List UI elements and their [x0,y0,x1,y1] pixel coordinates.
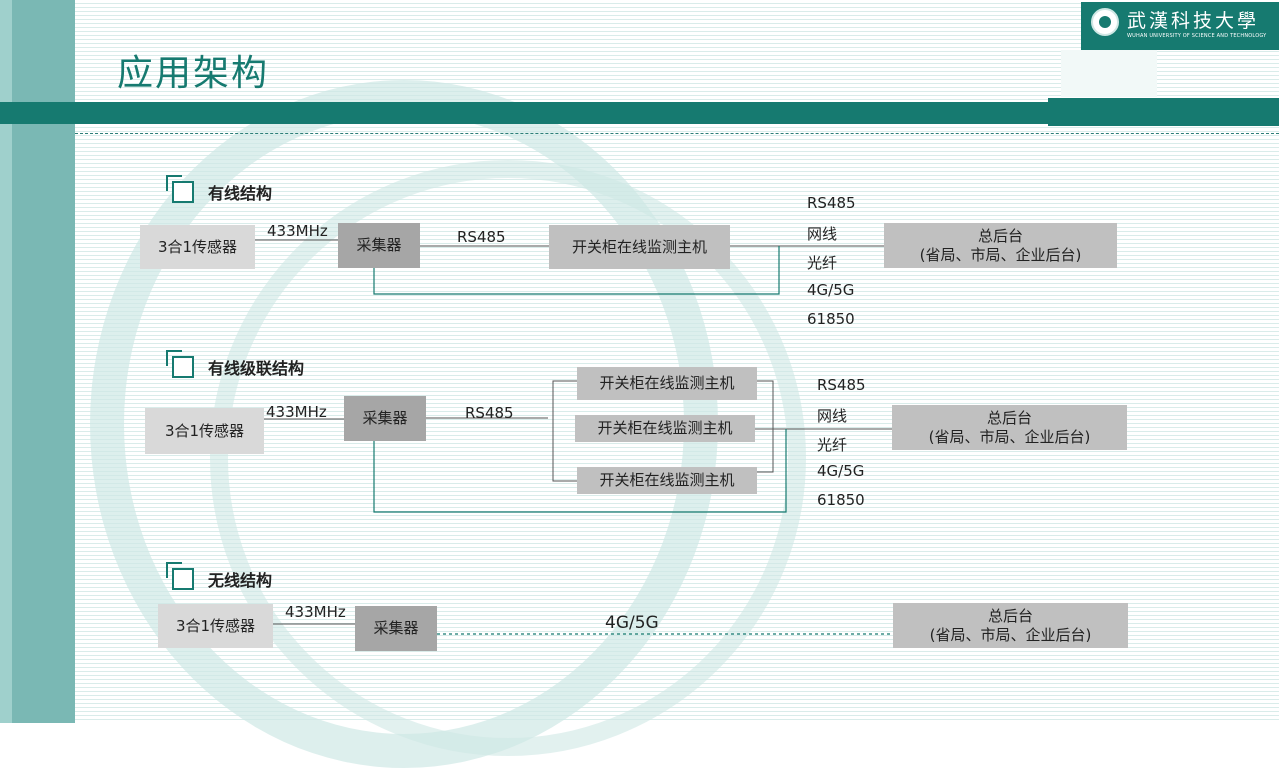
section-icon [166,175,194,203]
backend-node: 总后台 (省局、市局、企业后台) [892,405,1127,450]
link-option: 4G/5G [807,281,855,299]
sensor-node: 3合1传感器 [158,604,273,648]
section-icon [166,562,194,590]
sensor-node: 3合1传感器 [140,225,255,269]
page-title: 应用架构 [117,53,270,94]
backend-subtitle: (省局、市局、企业后台) [928,427,1091,446]
emblem-icon [1091,8,1119,36]
collector-node: 采集器 [338,223,420,268]
link-option: 光纤 [817,436,848,454]
section-icon [166,350,194,378]
link-option: 网线 [807,225,838,243]
collector-node: 采集器 [355,606,437,651]
logo-backdrop [1061,50,1157,97]
backend-title: 总后台 [986,408,1032,427]
logo-text: 武漢科技大學 [1127,10,1260,32]
backend-node: 总后台 (省局、市局、企业后台) [893,603,1128,648]
backend-node: 总后台 (省局、市局、企业后台) [884,223,1117,268]
backend-title: 总后台 [977,226,1023,245]
title-bar-end [1048,98,1279,126]
backend-subtitle: (省局、市局、企业后台) [919,245,1082,264]
wireless-link-label: 4G/5G [605,613,659,633]
link-option: 61850 [817,491,865,509]
monitor-host-node: 开关柜在线监测主机 [577,467,757,494]
link-option: 光纤 [807,254,838,272]
link-option: 4G/5G [817,462,865,480]
section-title-cascade: 有线级联结构 [208,359,305,378]
monitor-host-node: 开关柜在线监测主机 [575,415,755,442]
backend-title: 总后台 [987,606,1033,625]
university-logo: 武漢科技大學 WUHAN UNIVERSITY OF SCIENCE AND T… [1081,2,1279,50]
link-option: RS485 [817,376,866,394]
rs485-label: RS485 [465,404,514,422]
monitor-host-node: 开关柜在线监测主机 [577,367,757,400]
title-bar [0,102,1279,124]
link-option: 61850 [807,310,855,328]
rs485-label: RS485 [457,228,506,246]
backend-subtitle: (省局、市局、企业后台) [929,625,1092,644]
link-option: RS485 [807,194,856,212]
frequency-label: 433MHz [285,603,346,621]
link-option: 网线 [817,407,848,425]
frequency-label: 433MHz [266,403,327,421]
collector-node: 采集器 [344,396,426,441]
section-title-wired: 有线结构 [208,184,273,203]
logo-subtext: WUHAN UNIVERSITY OF SCIENCE AND TECHNOLO… [1127,33,1267,39]
divider [75,133,1279,134]
frequency-label: 433MHz [267,222,328,240]
section-title-wireless: 无线结构 [208,571,273,590]
sensor-node: 3合1传感器 [145,408,264,454]
monitor-host-node: 开关柜在线监测主机 [549,225,730,269]
